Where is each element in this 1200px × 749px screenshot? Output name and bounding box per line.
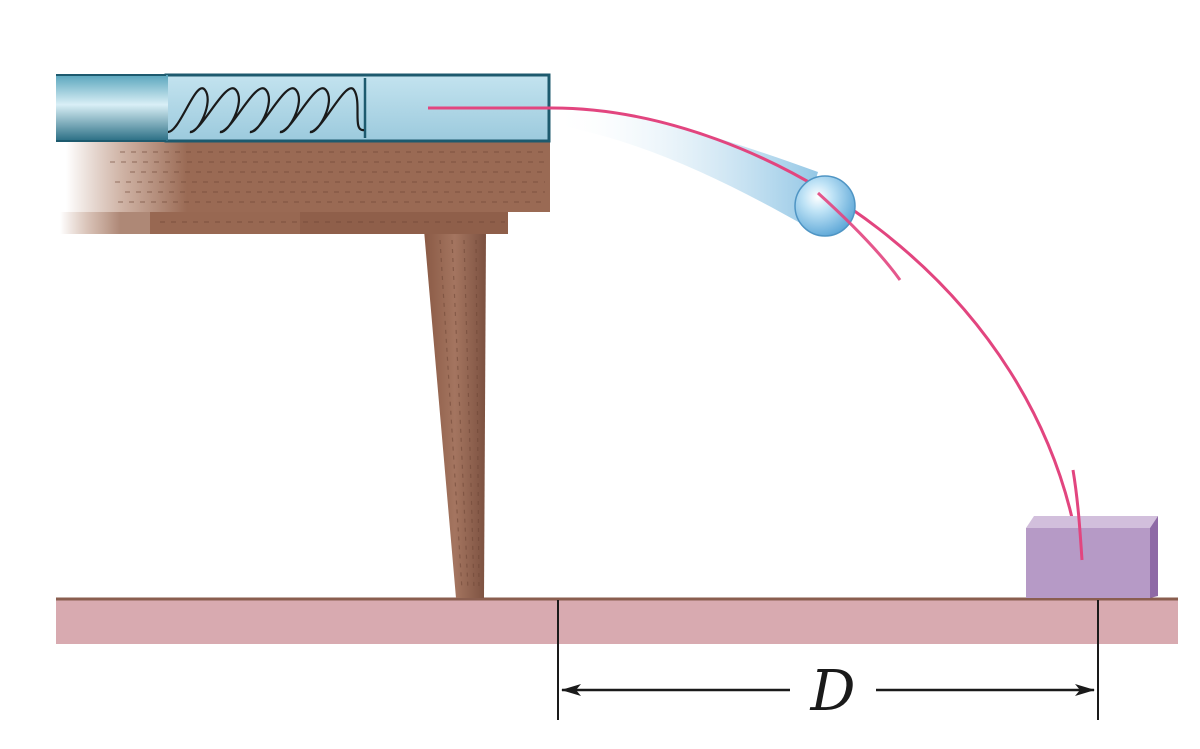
plunger	[56, 75, 168, 141]
table-leg	[424, 230, 486, 598]
motion-streak	[552, 100, 818, 224]
target-box	[1026, 516, 1158, 598]
trajectory-curve	[428, 106, 1082, 561]
spring-launcher	[56, 73, 551, 143]
dimension-label: D	[810, 659, 856, 724]
floor	[56, 597, 1178, 644]
spring	[167, 87, 365, 134]
ball	[794, 175, 856, 237]
dimension-marker: D	[557, 600, 1099, 724]
table-top	[60, 142, 550, 234]
